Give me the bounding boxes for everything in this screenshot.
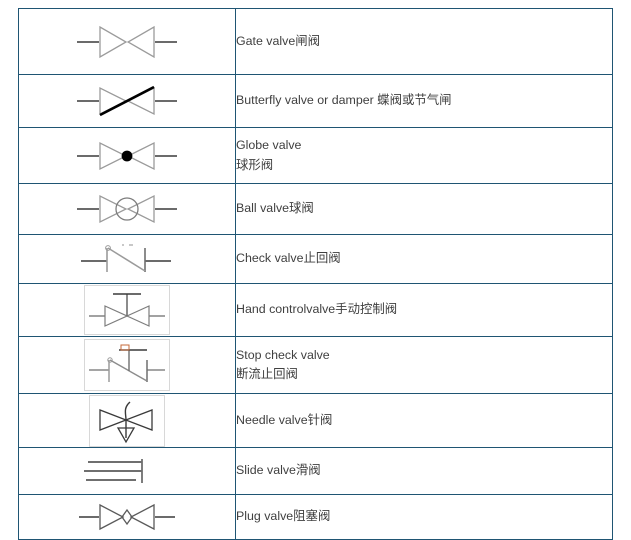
valve-symbol-table: Gate valve闸阀 Butterfly valve or damper 蝶… — [18, 8, 613, 540]
check-valve-symbol — [19, 239, 235, 279]
label-cell: Stop check valve 断流止回阀 — [235, 336, 613, 394]
table-row: Stop check valve 断流止回阀 — [18, 336, 613, 394]
symbol-cell — [18, 393, 236, 448]
valve-label-en: Stop check valve — [236, 347, 330, 362]
symbol-cell — [18, 74, 236, 128]
table-row: Ball valve球阀 — [18, 183, 613, 235]
label-cell: Butterfly valve or damper 蝶阀或节气闸 — [235, 74, 613, 128]
stop-check-valve-symbol — [19, 339, 235, 391]
label-cell: Plug valve阻塞阀 — [235, 494, 613, 540]
valve-label: Gate valve闸阀 — [236, 33, 321, 48]
slide-valve-symbol — [19, 454, 235, 488]
table-row: Slide valve滑阀 — [18, 447, 613, 495]
label-cell: Needle valve针阀 — [235, 393, 613, 448]
valve-label: Slide valve滑阀 — [236, 463, 321, 478]
valve-label: Plug valve阻塞阀 — [236, 509, 331, 524]
label-cell: Hand controlvalve手动控制阀 — [235, 283, 613, 337]
table-row: Butterfly valve or damper 蝶阀或节气闸 — [18, 74, 613, 128]
needle-valve-symbol — [19, 394, 235, 447]
symbol-cell — [18, 234, 236, 284]
table-row: Hand controlvalve手动控制阀 — [18, 283, 613, 337]
valve-label: Hand controlvalve手动控制阀 — [236, 302, 398, 317]
table-row: Globe valve 球形阀 — [18, 127, 613, 184]
table-row: Check valve止回阀 — [18, 234, 613, 284]
label-cell: Globe valve 球形阀 — [235, 127, 613, 184]
globe-valve-symbol — [19, 136, 235, 176]
valve-label-en: Globe valve — [236, 138, 302, 153]
symbol-cell — [18, 8, 236, 75]
table-row: Gate valve闸阀 — [18, 8, 613, 75]
valve-label: Needle valve针阀 — [236, 412, 333, 427]
butterfly-valve-symbol — [19, 81, 235, 121]
ball-valve-symbol — [19, 189, 235, 229]
symbol-cell — [18, 494, 236, 540]
valve-label-zh: 球形阀 — [236, 157, 274, 172]
gate-valve-symbol — [19, 20, 235, 64]
plug-valve-symbol — [19, 499, 235, 535]
valve-label-zh: 断流止回阀 — [236, 367, 298, 381]
symbol-cell — [18, 183, 236, 235]
valve-label: Butterfly valve or damper 蝶阀或节气闸 — [236, 93, 452, 108]
valve-table-body: Gate valve闸阀 Butterfly valve or damper 蝶… — [18, 8, 613, 540]
valve-label: Check valve止回阀 — [236, 251, 341, 266]
label-cell: Gate valve闸阀 — [235, 8, 613, 75]
hand-control-valve-symbol — [19, 285, 235, 335]
label-cell: Slide valve滑阀 — [235, 447, 613, 495]
table-row: Plug valve阻塞阀 — [18, 494, 613, 540]
label-cell: Check valve止回阀 — [235, 234, 613, 284]
symbol-cell — [18, 447, 236, 495]
symbol-cell — [18, 127, 236, 184]
valve-label: Ball valve球阀 — [236, 201, 314, 216]
symbol-cell — [18, 336, 236, 394]
label-cell: Ball valve球阀 — [235, 183, 613, 235]
table-row: Needle valve针阀 — [18, 393, 613, 448]
symbol-cell — [18, 283, 236, 337]
